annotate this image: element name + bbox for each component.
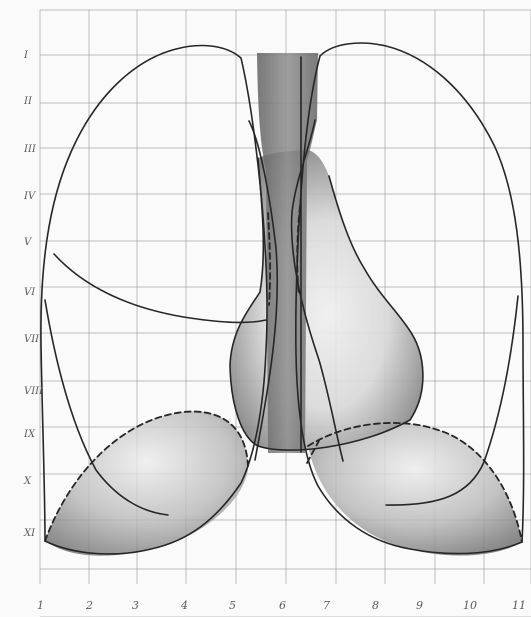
column-label: 11 — [512, 599, 526, 612]
column-label: 4 — [180, 599, 188, 612]
row-label: III — [23, 144, 37, 155]
column-label: 5 — [229, 599, 236, 612]
column-label: 10 — [463, 599, 477, 612]
column-label: 9 — [416, 599, 423, 612]
row-label: XI — [23, 528, 36, 539]
column-label: 8 — [372, 599, 379, 612]
row-label: VI — [24, 287, 36, 298]
row-label: II — [23, 96, 33, 107]
row-label: IX — [23, 429, 36, 440]
row-label: VIII — [24, 386, 44, 397]
row-label: IV — [23, 191, 37, 202]
column-label: 6 — [279, 599, 286, 612]
row-label: X — [23, 476, 32, 487]
column-label: 2 — [85, 599, 93, 612]
column-label: 3 — [132, 599, 139, 612]
column-label: 7 — [323, 599, 330, 612]
column-label: 1 — [37, 599, 44, 612]
row-label: VII — [24, 334, 40, 345]
